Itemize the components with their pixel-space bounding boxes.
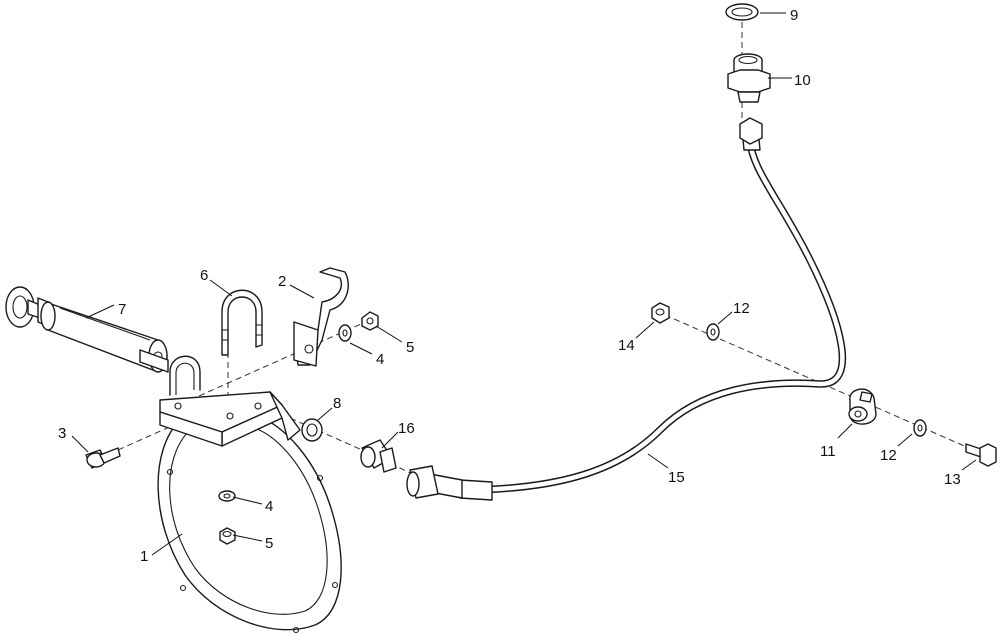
callout-14: 14 (618, 337, 635, 354)
callout-11: 11 (820, 443, 836, 460)
callout-6: 6 (200, 267, 208, 284)
leader-lines (71, 12, 977, 556)
part-5-nut-lower (219, 527, 236, 545)
callout-5-lower: 5 (265, 535, 273, 552)
part-12-washer-lower (913, 419, 927, 437)
callout-10: 10 (794, 72, 811, 89)
part-13-bolt (965, 443, 997, 467)
part-12-washer-upper (706, 323, 720, 341)
callout-9: 9 (790, 7, 798, 24)
part-4-washer-lower (218, 490, 236, 502)
part-15-hose (406, 117, 847, 501)
part-16-adapter (360, 439, 397, 473)
part-2-clamp-bracket (293, 267, 349, 367)
part-1-mounting-ring (157, 408, 342, 634)
callout-3: 3 (58, 425, 66, 442)
callout-2: 2 (278, 273, 286, 290)
part-6-u-bolt (221, 289, 263, 356)
part-7-cylinder (5, 286, 169, 373)
callout-8: 8 (333, 395, 341, 412)
part-8-seal-ring (301, 418, 323, 442)
callout-13: 13 (944, 471, 961, 488)
callout-15: 15 (668, 469, 685, 486)
part-10-swivel-fitting (727, 53, 771, 103)
part-14-nut (651, 302, 670, 324)
part-5-nut-upper (361, 311, 379, 331)
part-9-o-ring (725, 3, 759, 21)
callout-7: 7 (118, 301, 126, 318)
part-1-bracket (159, 355, 301, 447)
callout-16: 16 (398, 420, 415, 437)
callout-12-lower: 12 (880, 447, 897, 464)
part-3-bolt (85, 447, 121, 469)
callout-4-upper: 4 (376, 351, 384, 368)
callout-5-upper: 5 (406, 339, 414, 356)
part-4-washer-upper (338, 324, 352, 342)
callout-1: 1 (140, 548, 148, 565)
part-11-hose-clamp (848, 388, 877, 425)
callout-12-upper: 12 (733, 300, 750, 317)
callout-labels: 1 2 3 4 4 5 5 6 7 8 9 10 11 12 12 13 14 … (58, 7, 961, 565)
callout-4-lower: 4 (265, 498, 273, 515)
